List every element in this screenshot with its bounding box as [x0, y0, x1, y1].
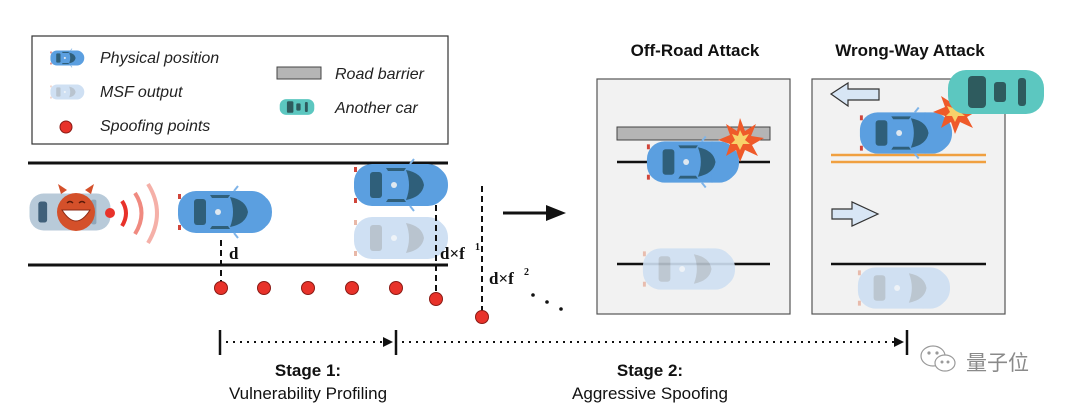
transition-arrow — [503, 205, 566, 221]
faded-car-icon — [50, 84, 85, 100]
stage2-title: Stage 2: — [617, 361, 683, 380]
stage2-arrowhead — [894, 337, 904, 347]
left-arrow-icon — [829, 81, 880, 108]
watermark-text: 量子位 — [966, 352, 1029, 375]
spoofing-points — [214, 281, 489, 324]
blue-car-icon — [50, 48, 85, 68]
wrong-way-title: Wrong-Way Attack — [835, 41, 985, 60]
legend-item-road-barrier: Road barrier — [276, 66, 425, 83]
legend-label: Physical position — [100, 50, 219, 67]
legend-frame — [31, 35, 449, 145]
victim-car — [645, 135, 741, 189]
label-d-f2: d×f 2 — [489, 267, 529, 288]
legend-label: MSF output — [100, 84, 183, 101]
red-dot-icon — [59, 120, 73, 134]
off-road-attack-panel: Off-Road Attack — [596, 41, 791, 315]
watermark: 量子位 — [920, 345, 1029, 375]
legend-label: Another car — [334, 100, 418, 117]
distance-markers — [220, 186, 483, 314]
label-d: d — [229, 244, 239, 263]
stage1-title: Stage 1: — [275, 361, 341, 380]
stage2-subtitle: Aggressive Spoofing — [572, 384, 728, 403]
signal-source-icon — [105, 208, 115, 218]
spoofing-point — [301, 281, 315, 295]
spoofing-point — [214, 281, 228, 295]
legend-item-another-car: Another car — [279, 99, 418, 117]
stage1-arrowhead — [383, 337, 393, 347]
victim-car-initial — [177, 185, 273, 239]
svg-text:d×f: d×f — [440, 244, 465, 263]
signal-waves-icon — [120, 182, 159, 245]
spoofing-point — [475, 310, 489, 324]
timeline: Stage 1: Vulnerability Profiling Stage 2… — [218, 330, 909, 403]
off-road-title: Off-Road Attack — [631, 41, 760, 60]
stage1-subtitle: Vulnerability Profiling — [229, 384, 387, 403]
legend-label: Road barrier — [335, 66, 425, 83]
wechat-icon — [920, 345, 956, 372]
victim-car-deviated — [353, 158, 449, 212]
right-arrow-icon — [831, 201, 880, 227]
spoofing-point — [429, 292, 443, 306]
msf-output-car — [642, 248, 736, 290]
attacker-car — [29, 182, 159, 245]
msf-output-car — [857, 267, 951, 309]
ellipsis-dots — [531, 293, 563, 311]
spoofing-point — [257, 281, 271, 295]
teal-car-icon — [279, 99, 315, 115]
another-car — [948, 70, 1044, 114]
road — [28, 161, 448, 267]
legend: Physical position MSF output Spoofing po… — [31, 35, 449, 145]
msf-output-car — [354, 217, 448, 259]
spoofing-point — [345, 281, 359, 295]
legend-item-spoofing-points: Spoofing points — [59, 118, 210, 135]
legend-item-physical-position: Physical position — [50, 48, 219, 68]
legend-item-msf-output: MSF output — [50, 84, 183, 101]
gray-bar-icon — [276, 66, 322, 80]
svg-text:d×f: d×f — [489, 269, 514, 288]
svg-text:2: 2 — [524, 267, 529, 278]
devil-emoji-icon — [57, 184, 95, 231]
victim-car — [858, 106, 954, 160]
spoofing-point — [389, 281, 403, 295]
label-d-f1: d×f 1 — [440, 242, 480, 263]
wrong-way-attack-panel: Wrong-Way Attack — [811, 41, 1044, 315]
svg-text:1: 1 — [475, 242, 480, 253]
legend-label: Spoofing points — [100, 118, 210, 135]
